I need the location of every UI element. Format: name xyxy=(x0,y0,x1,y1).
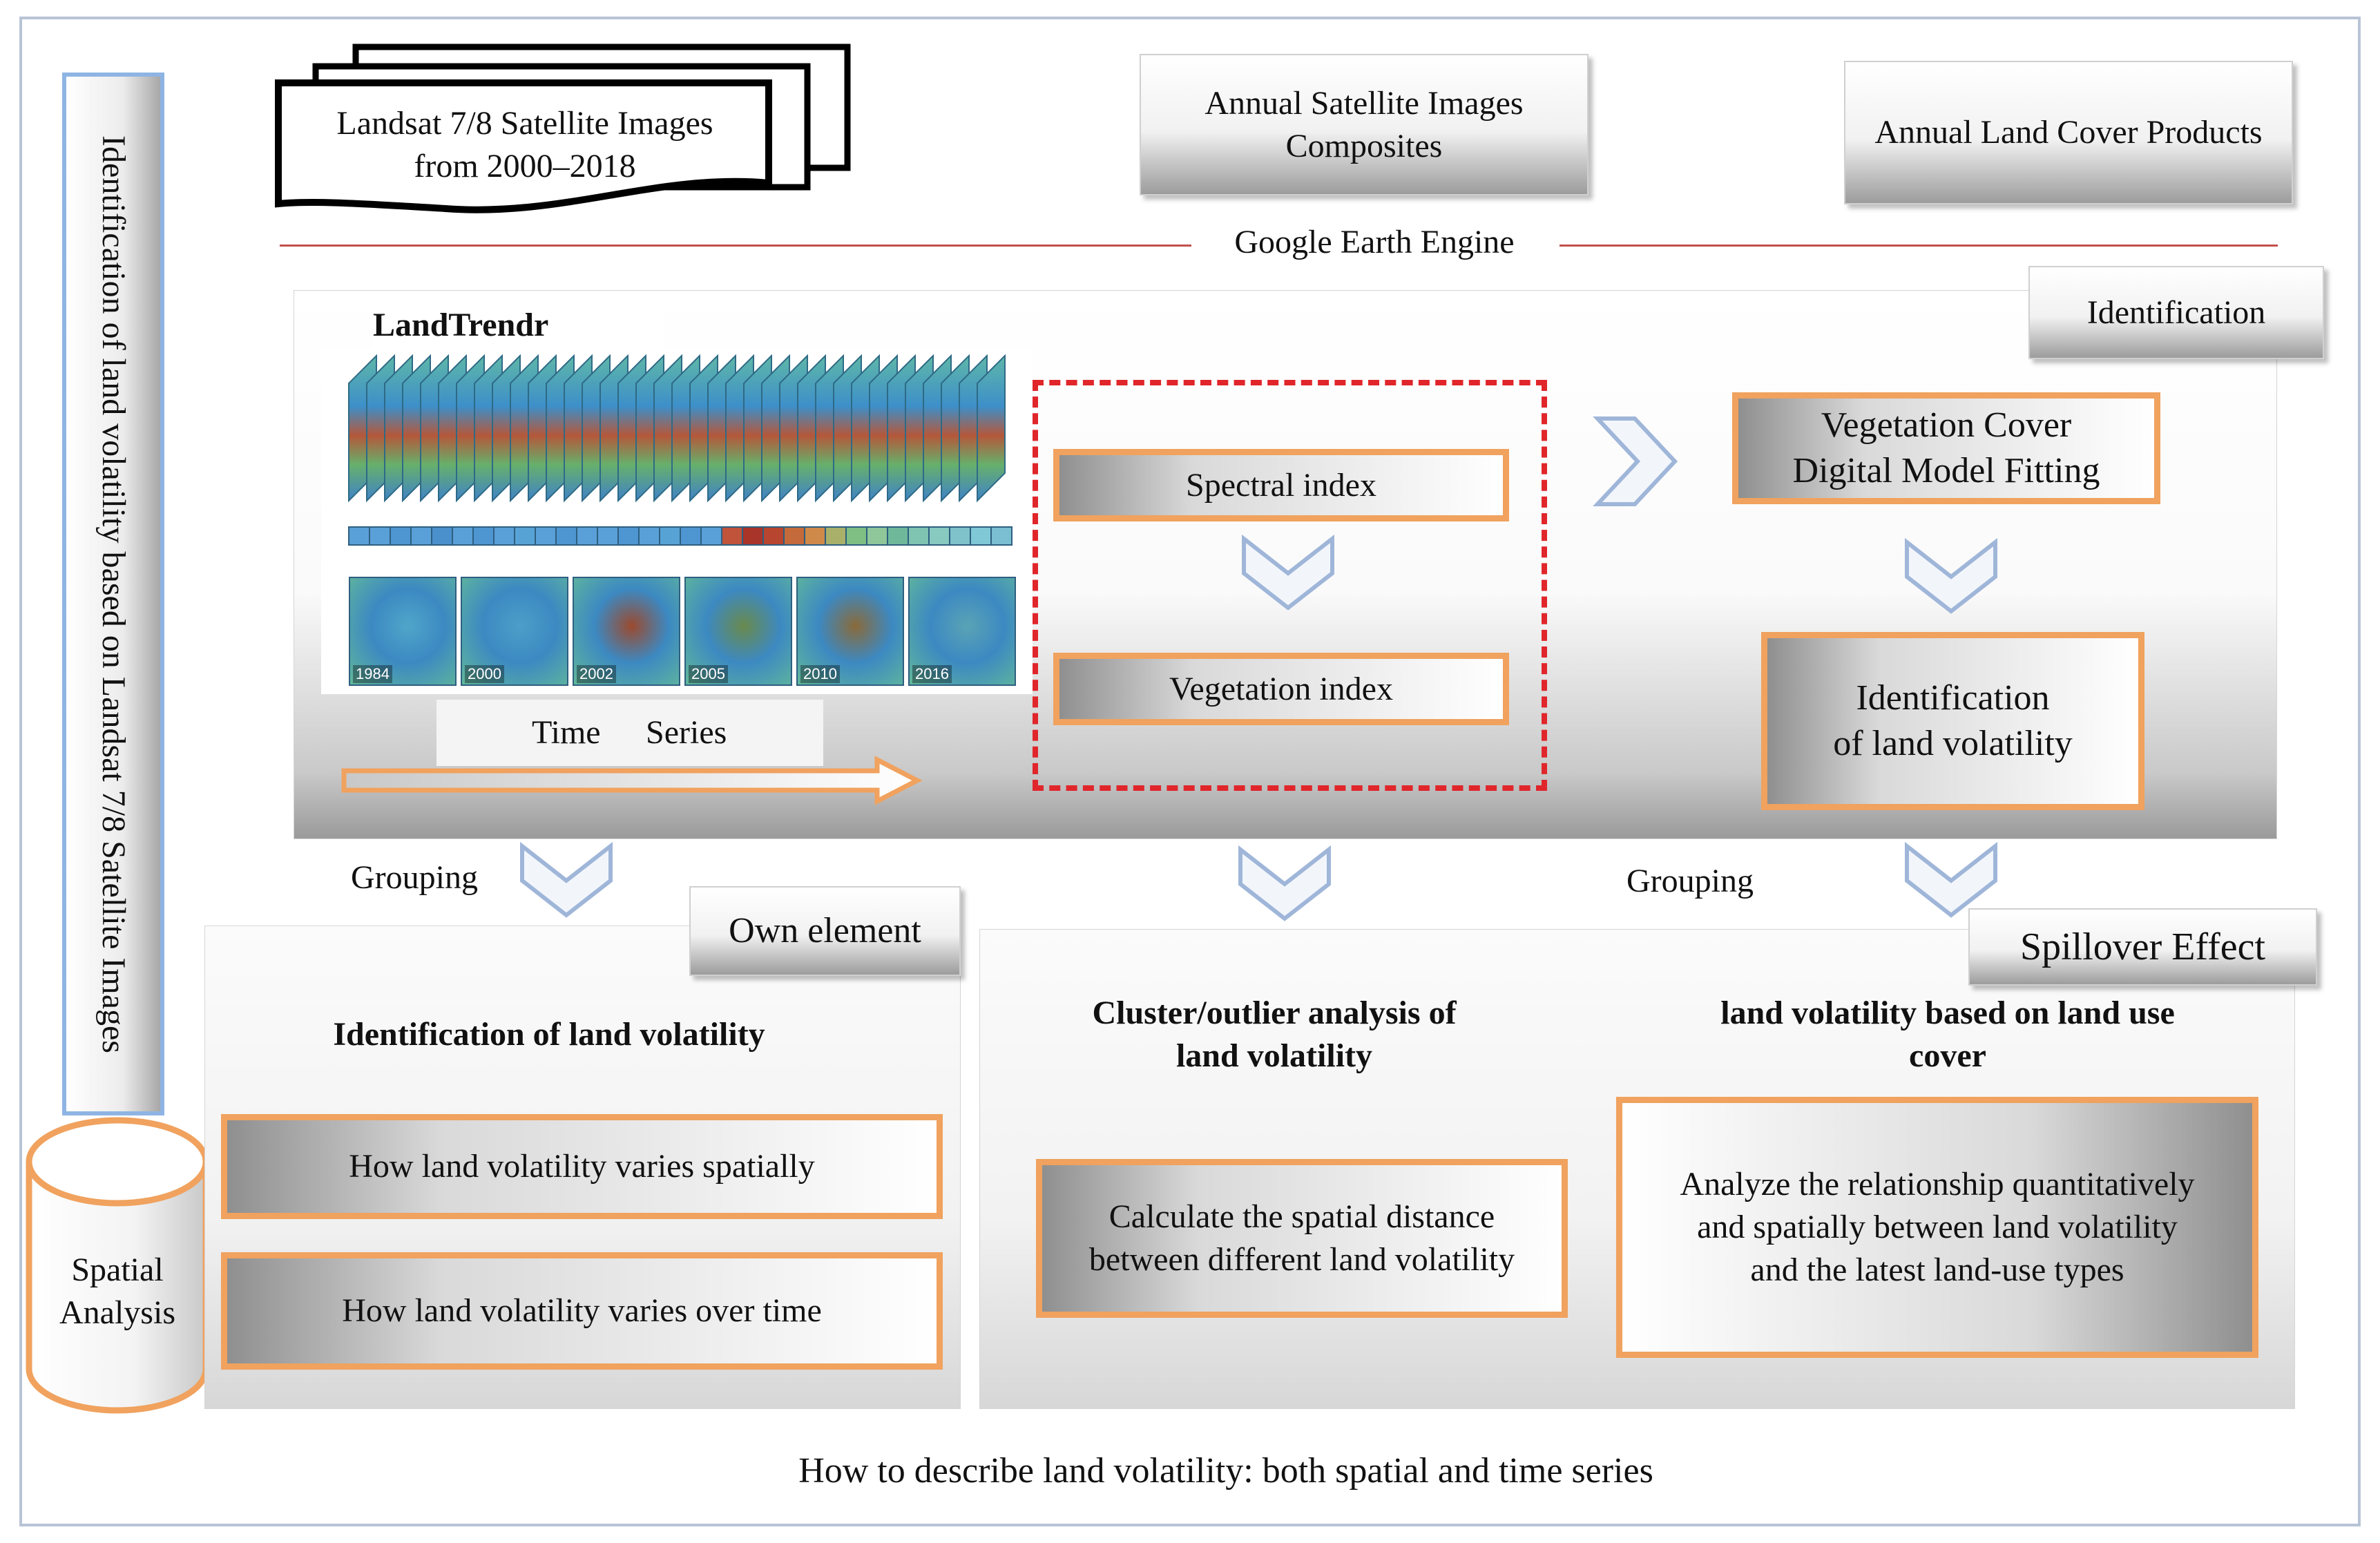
timeline-cell xyxy=(825,526,847,546)
temporal-variation-box: How land volatility varies over time xyxy=(221,1252,943,1370)
year-label: 2010 xyxy=(800,665,840,683)
timeline-cell xyxy=(617,526,640,546)
timeline-cell xyxy=(472,526,495,546)
year-thumbnail: 1984 xyxy=(349,577,457,686)
timeline-cell xyxy=(348,526,370,546)
model-fitting-box: Vegetation Cover Digital Model Fitting xyxy=(1732,392,2160,504)
chevron-down-icon xyxy=(1242,534,1334,611)
timeline-cell xyxy=(431,526,453,546)
year-label: 1984 xyxy=(353,665,392,683)
timeline-cell xyxy=(742,526,764,546)
gee-label: Google Earth Engine xyxy=(1234,224,1515,260)
timeline-cell xyxy=(410,526,432,546)
chevron-right-icon xyxy=(1593,416,1678,506)
own-element-tab: Own element xyxy=(689,886,961,976)
chevron-down-icon xyxy=(520,841,613,918)
cluster-box: Calculate the spatial distance between d… xyxy=(1036,1159,1568,1318)
composites-box: Annual Satellite Images Composites xyxy=(1140,54,1589,195)
timeline-cell xyxy=(680,526,702,546)
series-label: Series xyxy=(646,714,727,751)
timeline-cell xyxy=(908,526,930,546)
landtrendr-title: LandTrendr xyxy=(373,304,663,349)
landuse-box: Analyze the relationship quantitatively … xyxy=(1616,1097,2258,1358)
own-element-heading: Identification of land volatility xyxy=(333,1016,765,1053)
identification-result-box: Identification of land volatility xyxy=(1761,632,2144,810)
timeline-cell xyxy=(804,526,826,546)
timeline-cell xyxy=(369,526,391,546)
outer-frame xyxy=(19,17,2361,1526)
year-label: 2000 xyxy=(465,665,504,683)
cluster-heading: Cluster/outlier analysis of land volatil… xyxy=(1092,994,1457,1074)
timeline-cell xyxy=(576,526,598,546)
timeline-cell xyxy=(990,526,1013,546)
vegetation-index-box: Vegetation index xyxy=(1053,653,1509,725)
footer-caption: How to describe land volatility: both sp… xyxy=(798,1451,1653,1491)
grouping-right-label: Grouping xyxy=(1626,863,1754,899)
timeline-cell xyxy=(555,526,577,546)
land-cover-box: Annual Land Cover Products xyxy=(1844,61,2293,204)
timeline-cell xyxy=(783,526,805,546)
timeline-cell xyxy=(493,526,515,546)
chevron-down-icon xyxy=(1905,537,1997,614)
timeline-cell xyxy=(700,526,722,546)
year-label: 2005 xyxy=(689,665,728,683)
chevron-down-icon xyxy=(1905,841,1997,918)
grouping-left-label: Grouping xyxy=(351,859,478,896)
image-stack-graphic xyxy=(348,354,1013,546)
timeline-cell xyxy=(452,526,474,546)
time-arrow xyxy=(341,756,923,805)
satellite-stack-graphic xyxy=(275,44,851,213)
timeline-cell xyxy=(659,526,681,546)
chevron-down-icon xyxy=(1238,845,1331,921)
time-label: Time xyxy=(532,714,601,751)
year-thumbnail: 2000 xyxy=(461,577,568,686)
timeline-cell xyxy=(638,526,660,546)
year-thumbnail: 2002 xyxy=(573,577,680,686)
timeline-cell xyxy=(762,526,785,546)
sidebar-title: Identification of land volatility based … xyxy=(95,135,132,1053)
spillover-tab: Spillover Effect xyxy=(1968,908,2317,986)
timeline-cell xyxy=(845,526,867,546)
landtrendr-image: 1984 2000 2002 2005 2010 2016 xyxy=(321,349,1033,694)
spatial-analysis-cylinder xyxy=(26,1117,209,1414)
timeline-cell xyxy=(535,526,557,546)
timeline-cell xyxy=(887,526,909,546)
timeline-cell xyxy=(928,526,950,546)
gee-rule-right xyxy=(1560,245,2278,247)
year-thumbnail: 2010 xyxy=(796,577,904,686)
timeline-cell xyxy=(597,526,619,546)
sidebar-title-box: Identification of land volatility based … xyxy=(62,73,164,1115)
image-layer xyxy=(977,354,1006,503)
spatial-variation-box: How land volatility varies spatially xyxy=(221,1114,943,1219)
timeline-cell xyxy=(970,526,992,546)
time-series-box xyxy=(436,700,823,766)
timeline-cell xyxy=(514,526,536,546)
timeline-cell xyxy=(949,526,971,546)
year-label: 2002 xyxy=(577,665,616,683)
satellite-stack-label: Landsat 7/8 Satellite Images from 2000–2… xyxy=(336,105,713,184)
timeline-cell xyxy=(390,526,412,546)
gee-rule-left xyxy=(280,245,1191,247)
cylinder-label: Spatial Analysis xyxy=(59,1252,175,1331)
timeline-cell xyxy=(721,526,743,546)
identification-tab: Identification xyxy=(2028,266,2324,359)
year-label: 2016 xyxy=(912,665,952,683)
timeline-cell xyxy=(866,526,888,546)
index-dashed-box xyxy=(1033,380,1547,791)
year-thumbnail: 2005 xyxy=(684,577,792,686)
year-thumbnail: 2016 xyxy=(908,577,1016,686)
landuse-heading: land volatility based on land use cover xyxy=(1720,994,2175,1074)
spectral-index-box: Spectral index xyxy=(1053,449,1509,521)
